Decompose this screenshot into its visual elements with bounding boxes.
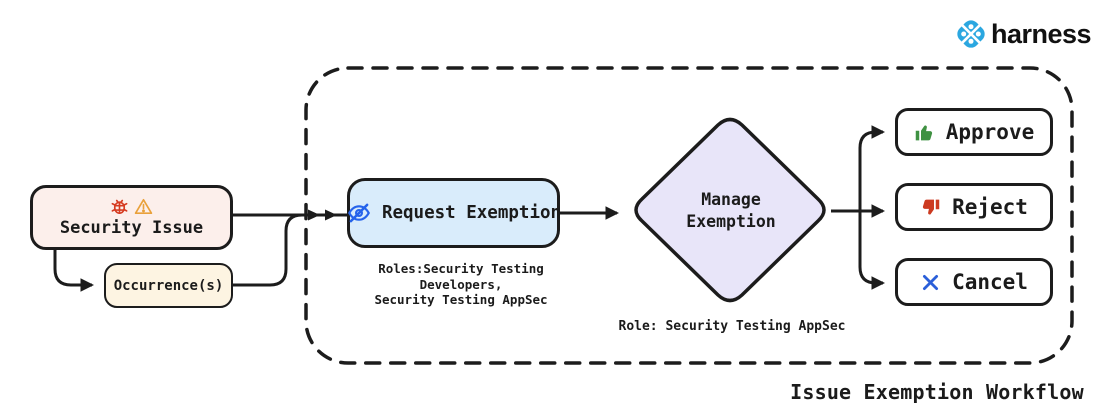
harness-brand: harness — [954, 17, 1092, 51]
eye-slash-icon — [346, 200, 372, 226]
reject-node: Reject — [895, 183, 1053, 231]
thumbs-down-icon — [920, 197, 941, 218]
cancel-node: Cancel — [895, 258, 1053, 306]
security-issue-node: Security Issue — [30, 185, 233, 250]
harness-wordmark: harness — [991, 18, 1092, 49]
request-exemption-label: Request Exemption — [381, 203, 562, 223]
occurrence-label: Occurrence(s) — [113, 277, 224, 294]
request-exemption-roles-note: Roles:Security Testing Developers, Secur… — [335, 261, 587, 308]
security-issue-label: Security Issue — [59, 218, 204, 238]
roles-note-line1: Roles:Security Testing Developers, — [378, 261, 544, 292]
harness-logo-icon — [954, 17, 988, 51]
bug-icon — [110, 197, 129, 216]
manage-exemption-role-note: Role: Security Testing AppSec — [618, 319, 846, 334]
occurrence-node: Occurrence(s) — [104, 263, 233, 308]
roles-note-line2: Security Testing AppSec — [374, 292, 548, 307]
approve-node: Approve — [895, 108, 1053, 156]
manage-exemption-node — [626, 111, 834, 311]
cancel-label: Cancel — [952, 270, 1028, 294]
warning-icon — [134, 197, 153, 216]
x-icon — [920, 272, 941, 293]
manage-exemption-label: Manage Exemption — [686, 190, 776, 231]
security-issue-icons — [110, 197, 153, 216]
diamond-shape — [634, 117, 826, 303]
diagram-title: Issue Exemption Workflow — [790, 380, 1084, 404]
thumbs-up-icon — [914, 122, 935, 143]
approve-label: Approve — [945, 120, 1035, 144]
reject-label: Reject — [952, 195, 1028, 219]
request-exemption-node: Request Exemption — [346, 178, 562, 248]
